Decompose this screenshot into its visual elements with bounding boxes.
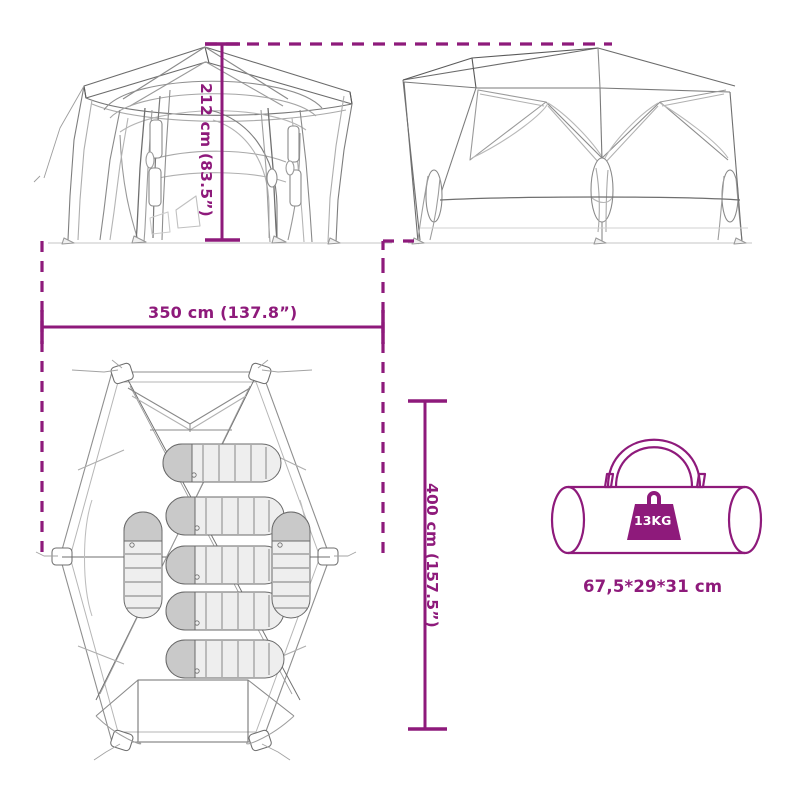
sleeping-bag-group — [123, 443, 311, 679]
bag-size-label: 67,5*29*31 cm — [583, 577, 723, 596]
side-elevation-view — [402, 47, 752, 245]
weight-icon — [627, 491, 681, 540]
dimension-lines — [40, 42, 612, 731]
height-dimension-label: 212 cm (83.5”) — [197, 83, 215, 217]
floor-plan-view — [35, 359, 357, 761]
depth-dimension-label: 400 cm (157.5”) — [423, 483, 441, 628]
carry-bag-icon — [550, 438, 763, 555]
width-dimension-label: 350 cm (137.8”) — [148, 303, 298, 322]
weight-label: 13KG — [634, 513, 672, 528]
front-elevation-view — [33, 46, 392, 245]
